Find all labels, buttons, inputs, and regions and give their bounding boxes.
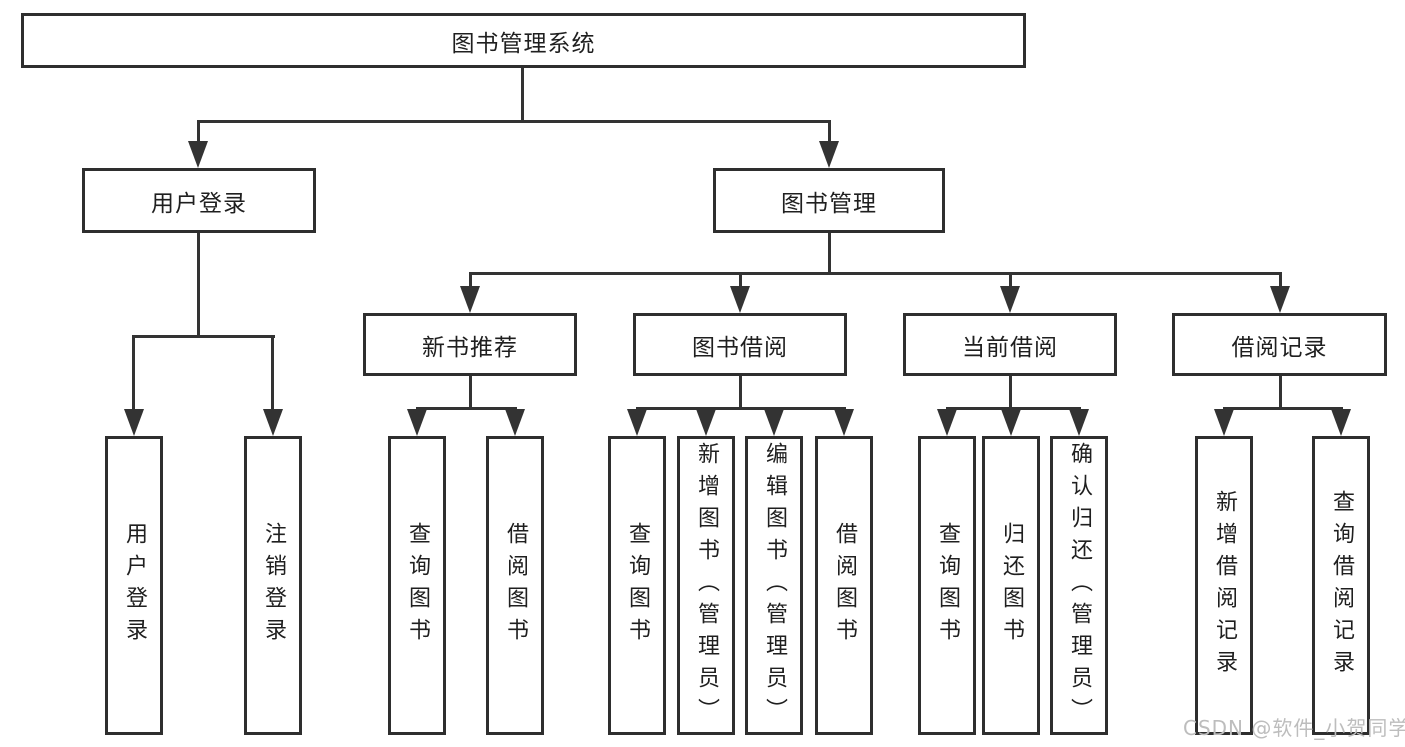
connector-line bbox=[197, 120, 831, 123]
leaf-borrow-books-recommendation: 借阅图书 bbox=[486, 436, 544, 735]
node-user-login: 用户登录 bbox=[82, 168, 316, 233]
node-label: 查询借阅记录 bbox=[1329, 489, 1354, 682]
leaf-edit-books-admin: 编辑图书（管理员） bbox=[745, 436, 803, 735]
leaf-return-books: 归还图书 bbox=[982, 436, 1040, 735]
node-label: 借阅图书 bbox=[503, 521, 528, 650]
arrow-down-icon bbox=[834, 409, 854, 436]
connector-line bbox=[416, 407, 517, 410]
node-label: 借阅图书 bbox=[832, 521, 857, 650]
arrow-down-icon bbox=[460, 286, 480, 313]
arrow-down-icon bbox=[819, 141, 839, 168]
node-label: 新增借阅记录 bbox=[1212, 489, 1237, 682]
arrow-down-icon bbox=[730, 286, 750, 313]
node-label: 归还图书 bbox=[999, 521, 1024, 650]
connector-line bbox=[636, 407, 846, 410]
node-borrowing-records: 借阅记录 bbox=[1172, 313, 1387, 376]
connector-line bbox=[1009, 272, 1012, 287]
connector-line bbox=[739, 376, 742, 407]
arrow-down-icon bbox=[1000, 286, 1020, 313]
connector-line bbox=[1279, 272, 1282, 287]
arrow-down-icon bbox=[1001, 409, 1021, 436]
arrow-down-icon bbox=[764, 409, 784, 436]
leaf-query-books-current: 查询图书 bbox=[918, 436, 976, 735]
connector-line bbox=[469, 272, 1282, 275]
arrow-down-icon bbox=[1270, 286, 1290, 313]
arrow-down-icon bbox=[407, 409, 427, 436]
connector-line bbox=[739, 272, 742, 287]
node-label: 新增图书（管理员） bbox=[694, 441, 719, 730]
connector-line bbox=[1009, 376, 1012, 407]
node-library-management-system: 图书管理系统 bbox=[21, 13, 1026, 68]
leaf-query-books-recommendation: 查询图书 bbox=[388, 436, 446, 735]
node-current-borrowing: 当前借阅 bbox=[903, 313, 1117, 376]
leaf-logout: 注销登录 bbox=[244, 436, 302, 735]
arrow-down-icon bbox=[1331, 409, 1351, 436]
arrow-down-icon bbox=[937, 409, 957, 436]
arrow-down-icon bbox=[188, 141, 208, 168]
leaf-query-books-borrowing: 查询图书 bbox=[608, 436, 666, 735]
connector-line bbox=[197, 120, 200, 142]
connector-line bbox=[469, 272, 472, 287]
leaf-add-borrow-record: 新增借阅记录 bbox=[1195, 436, 1253, 735]
connector-line bbox=[469, 376, 472, 407]
connector-line bbox=[521, 68, 524, 120]
connector-line bbox=[132, 335, 275, 338]
node-book-borrowing: 图书借阅 bbox=[633, 313, 847, 376]
connector-line bbox=[828, 233, 831, 272]
connector-line bbox=[132, 335, 135, 411]
node-label: 用户登录 bbox=[122, 521, 147, 650]
node-label: 查询图书 bbox=[405, 521, 430, 650]
connector-line bbox=[271, 335, 274, 411]
node-new-book-recommendation: 新书推荐 bbox=[363, 313, 577, 376]
arrow-down-icon bbox=[627, 409, 647, 436]
arrow-down-icon bbox=[1069, 409, 1089, 436]
arrow-down-icon bbox=[696, 409, 716, 436]
arrow-down-icon bbox=[505, 409, 525, 436]
watermark: CSDN @软件_小贺同学 bbox=[1183, 716, 1405, 740]
leaf-borrow-books-borrowing: 借阅图书 bbox=[815, 436, 873, 735]
connector-line bbox=[828, 120, 831, 142]
arrow-down-icon bbox=[124, 409, 144, 436]
node-label: 查询图书 bbox=[625, 521, 650, 650]
node-label: 注销登录 bbox=[261, 521, 286, 650]
connector-line bbox=[1279, 376, 1282, 407]
connector-line bbox=[946, 407, 1081, 410]
arrow-down-icon bbox=[1214, 409, 1234, 436]
node-book-management: 图书管理 bbox=[713, 168, 945, 233]
arrow-down-icon bbox=[263, 409, 283, 436]
leaf-query-borrow-record: 查询借阅记录 bbox=[1312, 436, 1370, 735]
connector-line bbox=[197, 233, 200, 335]
node-label: 确认归还（管理员） bbox=[1067, 441, 1092, 730]
leaf-add-books-admin: 新增图书（管理员） bbox=[677, 436, 735, 735]
leaf-user-login: 用户登录 bbox=[105, 436, 163, 735]
connector-line bbox=[1223, 407, 1343, 410]
node-label: 查询图书 bbox=[935, 521, 960, 650]
node-label: 编辑图书（管理员） bbox=[762, 441, 787, 730]
leaf-confirm-return-admin: 确认归还（管理员） bbox=[1050, 436, 1108, 735]
